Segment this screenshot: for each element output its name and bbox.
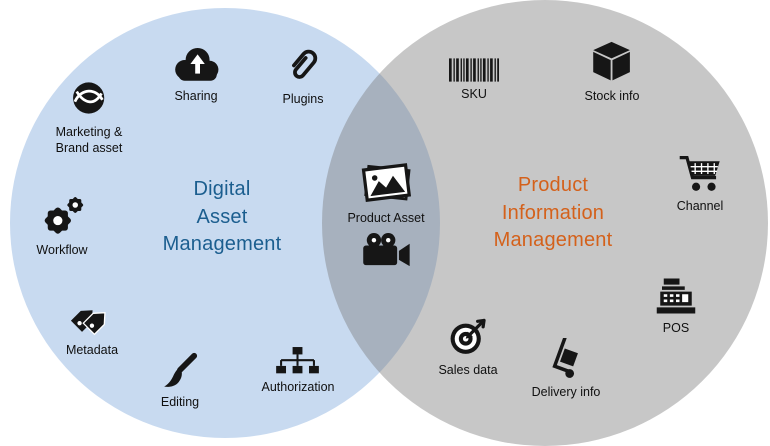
dam-item-plugins: Plugins (283, 47, 324, 108)
item-label: POS (662, 321, 690, 335)
item-label: Sales data (438, 363, 498, 377)
pim-item-sku: SKU (449, 58, 499, 103)
barcode-icon (449, 58, 499, 82)
item-label: Stock info (584, 89, 640, 103)
overlap-item-product-asset: Product Asset (347, 160, 425, 268)
dam-title: Digital Asset Management (162, 178, 282, 256)
pim-title: Product Information Management (493, 174, 613, 252)
item-label: Channel (676, 199, 724, 213)
hand-truck-icon (545, 336, 587, 380)
video-camera-icon (361, 232, 411, 268)
pim-item-delivery-info: Delivery info (531, 336, 601, 401)
item-label: Delivery info (531, 385, 601, 399)
target-arrow-icon (446, 314, 490, 358)
dam-item-sharing: Sharing (170, 44, 222, 105)
dam-item-authorization: Authorization (261, 347, 335, 396)
cash-register-icon (655, 276, 697, 316)
cloud-upload-icon (170, 44, 222, 84)
item-label: Authorization (261, 380, 335, 394)
tags-icon (70, 296, 113, 338)
paperclip-icon (283, 47, 323, 87)
pim-item-sales-data: Sales data (438, 314, 498, 379)
dam-item-metadata: Metadata (66, 296, 118, 359)
shopping-cart-icon (678, 154, 722, 194)
item-label: Marketing & Brand asset (55, 125, 123, 155)
item-label: Workflow (36, 243, 88, 257)
pim-item-stock-info: Stock info (584, 40, 640, 105)
dam-item-editing: Editing (160, 350, 200, 411)
pim-circle (322, 0, 768, 446)
item-label: SKU (461, 87, 487, 101)
paintbrush-icon (160, 350, 200, 390)
dam-item-workflow: Workflow (36, 194, 88, 259)
item-label: Plugins (282, 92, 324, 106)
dam-circle (10, 8, 440, 438)
gears-icon (40, 194, 84, 238)
dam-item-marketing: Marketing & Brand asset (55, 76, 123, 156)
pim-item-pos: POS (655, 276, 697, 337)
item-label: Sharing (174, 89, 218, 103)
item-label: Product Asset (347, 211, 425, 225)
knot-icon (67, 76, 111, 120)
item-label: Metadata (65, 343, 119, 357)
cube-icon (590, 40, 634, 84)
photos-icon (360, 160, 412, 206)
sitemap-icon (275, 347, 321, 375)
item-label: Editing (160, 395, 200, 409)
pim-item-channel: Channel (676, 154, 724, 215)
